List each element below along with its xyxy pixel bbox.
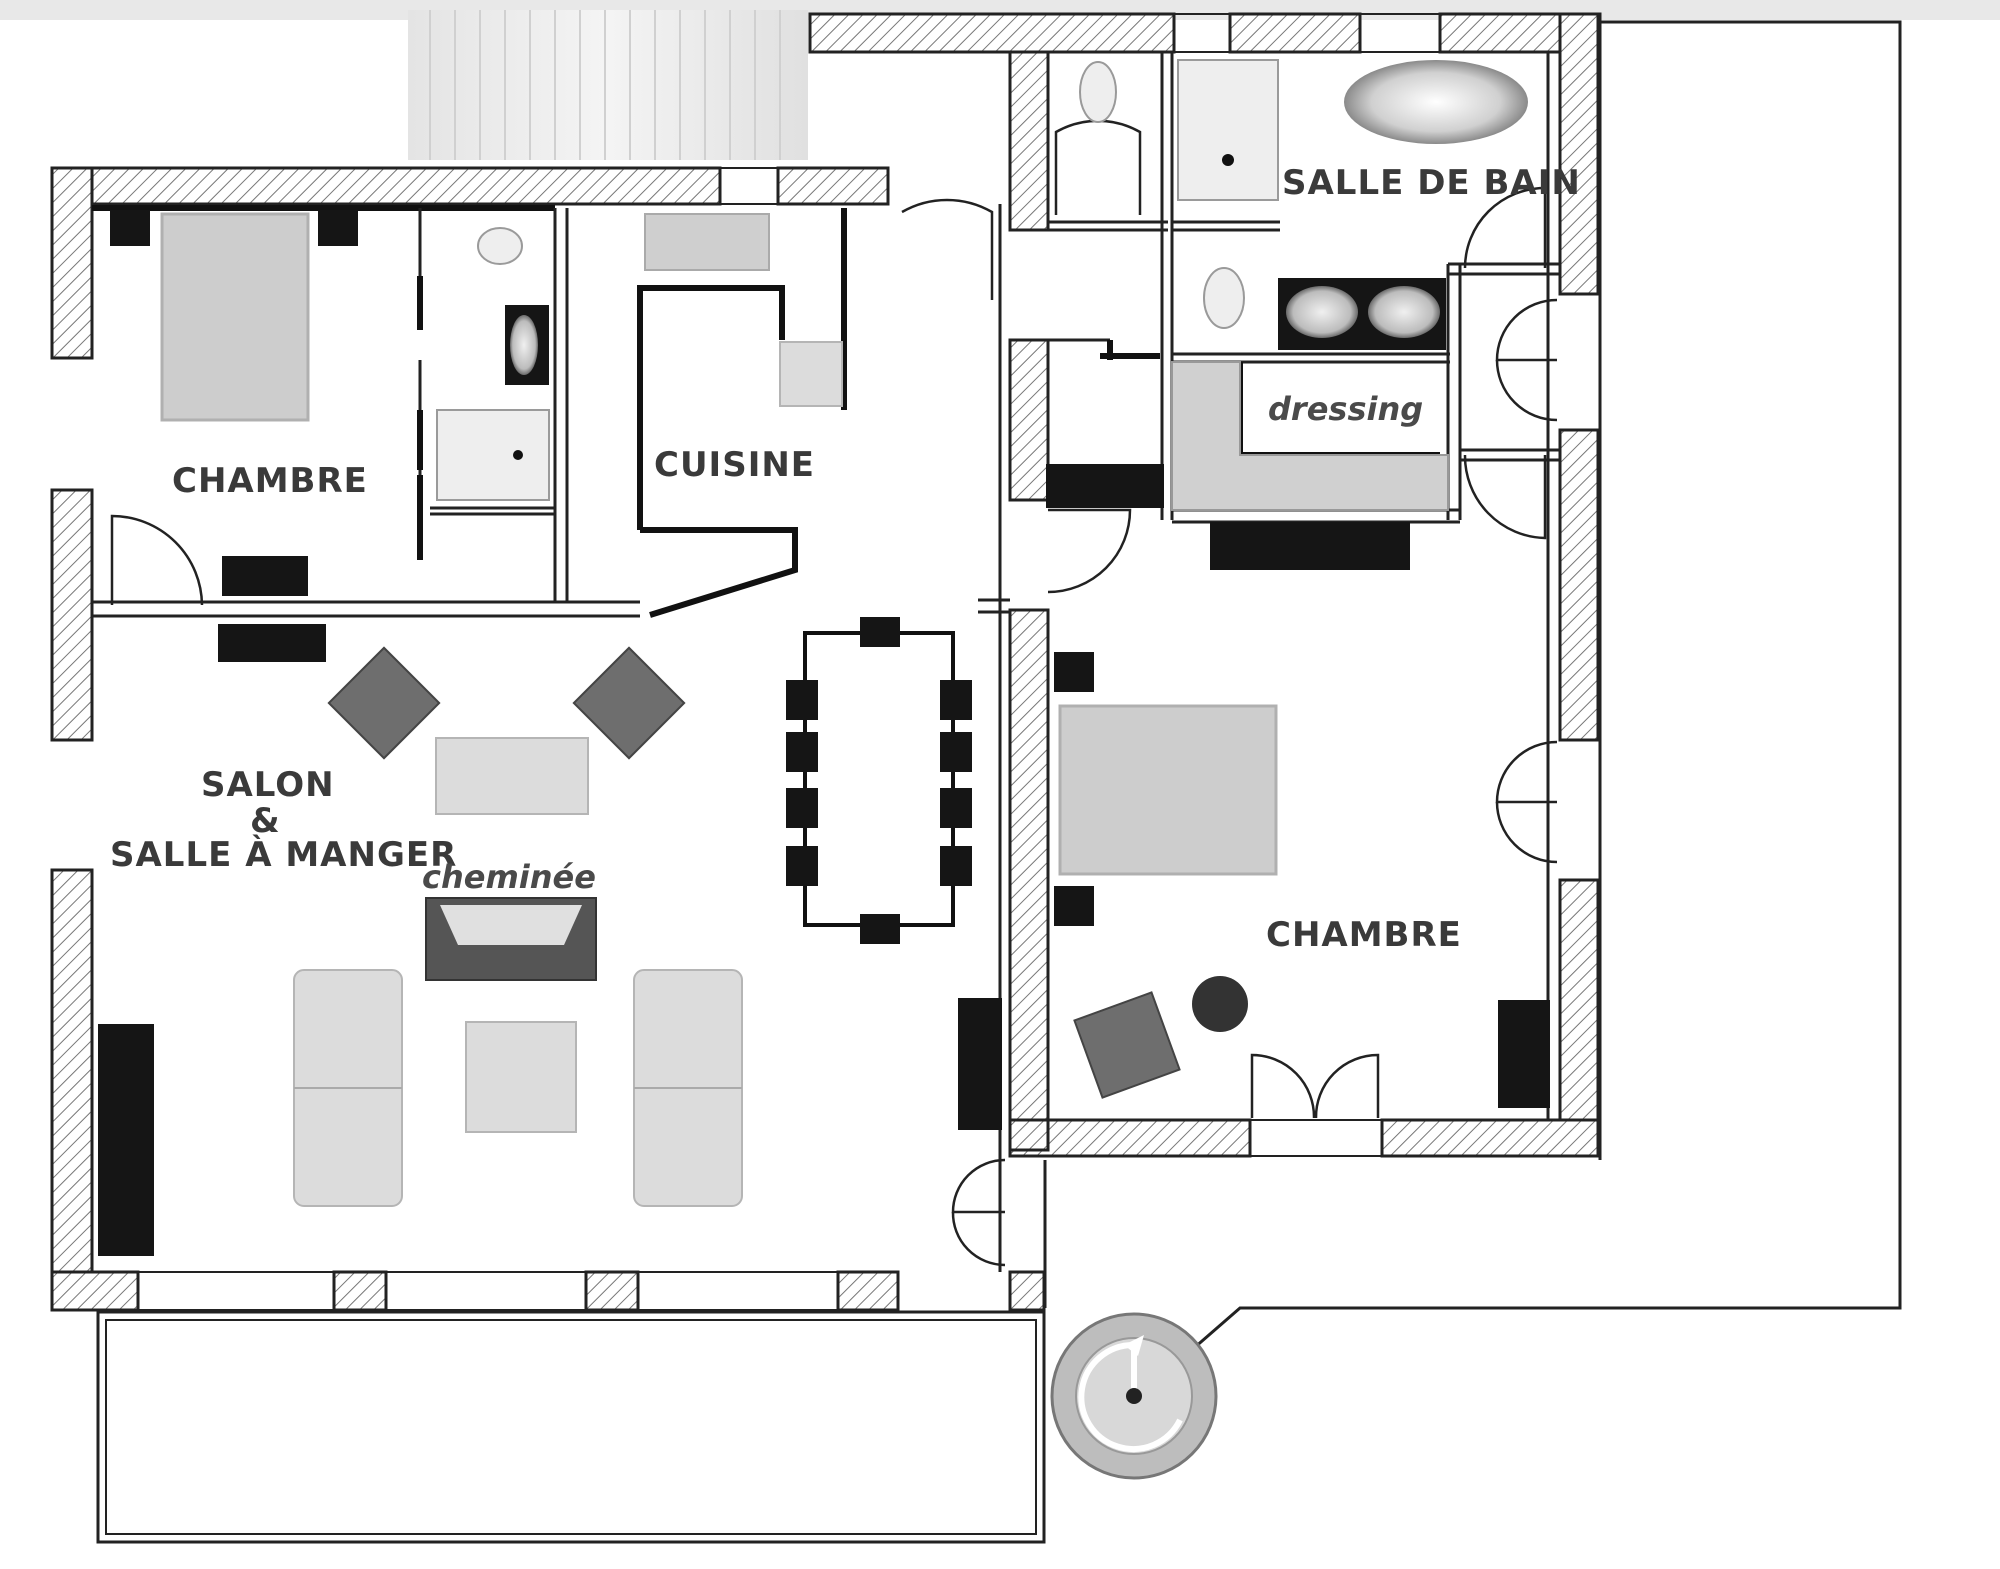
exterior-staircase <box>408 10 808 160</box>
spiral-staircase <box>1050 1312 1218 1480</box>
label-salon-line2: & <box>250 801 281 841</box>
dressing-shelving <box>1171 361 1449 511</box>
right-bathroom-fixtures <box>1079 59 1528 350</box>
label-chambre-left: CHAMBRE <box>172 461 368 501</box>
left-bathroom-fixtures <box>436 227 550 501</box>
dining-table <box>786 617 972 944</box>
label-chambre-right: CHAMBRE <box>1266 915 1462 955</box>
label-salon-line3: SALLE À MANGER <box>110 834 457 875</box>
kitchen-fixtures <box>644 213 843 407</box>
interior-walls <box>92 52 1560 1272</box>
label-dressing: dressing <box>1268 390 1423 428</box>
salon-furniture <box>98 646 1002 1256</box>
doors <box>110 119 1558 1267</box>
label-cheminee: cheminée <box>422 858 596 896</box>
right-bedroom-furniture <box>1046 464 1550 1108</box>
label-salle-de-bain: SALLE DE BAIN <box>1282 163 1581 203</box>
balcony-bottom <box>96 1310 1046 1544</box>
label-salon-line1: SALON <box>201 765 335 805</box>
left-bedroom-furniture <box>110 210 358 662</box>
exterior-walls <box>50 12 1602 1312</box>
label-cuisine: CUISINE <box>654 445 815 485</box>
